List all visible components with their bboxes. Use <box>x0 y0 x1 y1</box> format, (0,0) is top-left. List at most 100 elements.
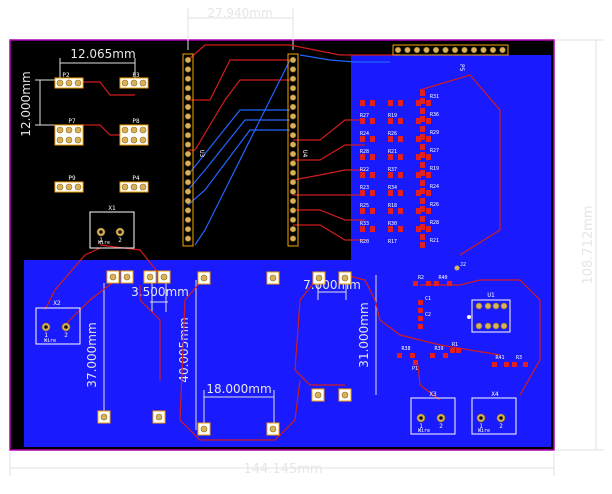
resistor-pad <box>388 154 393 160</box>
resistor-pad <box>420 90 425 96</box>
ic-u1[interactable]: U1 <box>467 292 511 333</box>
resistor-pad <box>398 100 403 106</box>
x4-wire-label: Wire <box>478 428 490 434</box>
connector-p7[interactable]: P7 <box>54 118 84 146</box>
u1-label: U1 <box>487 292 495 299</box>
resistor-pad <box>416 226 421 232</box>
header-u3[interactable]: U3 <box>182 53 205 247</box>
u3-pin <box>184 188 192 195</box>
r38-label: R38 <box>401 346 410 352</box>
c2-label: C2 <box>425 312 431 318</box>
resistor-label: R28 <box>360 149 369 155</box>
u3-pin <box>184 207 192 214</box>
u4-pin <box>289 103 297 111</box>
resistor-pad <box>398 154 403 160</box>
resistor-pad <box>398 118 403 124</box>
resistor-label: R33 <box>360 221 369 227</box>
p5-pin <box>394 46 402 54</box>
dim-total-width-text: 144.145mm <box>243 462 322 477</box>
dim-small-spacing-text: 3.500mm <box>131 285 189 299</box>
resistor-pad <box>420 98 425 104</box>
u3-pin <box>184 56 192 64</box>
x3-wire-label: Wire <box>418 428 430 434</box>
x3-pin2: 2 <box>439 423 443 430</box>
u4-pin <box>289 122 297 129</box>
u4-label: U4 <box>301 150 308 158</box>
u3-pin <box>184 85 192 92</box>
u4-pin <box>289 150 297 158</box>
resistor-pad <box>420 134 425 140</box>
connector-p5[interactable]: P5 <box>392 44 509 72</box>
dim-vertical-left-text: 12.000mm <box>19 71 33 136</box>
resistor-pad <box>420 152 425 158</box>
resistor-pad <box>426 226 431 232</box>
resistor-pad <box>426 154 431 160</box>
u4-pin <box>289 188 297 195</box>
resistor-label: R23 <box>360 185 369 191</box>
terminal-x3[interactable]: X3 Wire 1 2 <box>410 391 456 435</box>
x2-pin2: 2 <box>64 332 68 339</box>
u3-pin <box>184 66 192 73</box>
r1-label: R1 <box>452 342 458 348</box>
resistor-pad <box>388 208 393 214</box>
r2-label: R2 <box>418 275 424 281</box>
u4-pin <box>289 94 297 101</box>
connector-p8[interactable]: P8 <box>119 118 149 146</box>
resistor-pad <box>416 100 421 106</box>
resistor-pad <box>388 136 393 142</box>
p2-label: P2 <box>62 72 70 79</box>
u4-pin <box>289 216 297 223</box>
resistor-label: R19 <box>388 113 397 119</box>
resistor-label: R24 <box>360 131 369 137</box>
p5-pin <box>461 46 468 54</box>
dim-vertical-40-text: 40.005mm <box>177 317 191 382</box>
resistor-pad <box>388 100 393 106</box>
resistor-pad <box>426 136 431 142</box>
resistor-pad <box>398 136 403 142</box>
x3-label: X3 <box>429 391 437 398</box>
resistor-label: R27 <box>430 148 439 154</box>
dimension-vertical-40: 40.005mm <box>177 280 197 430</box>
dimension-top-width: 27.940mm <box>187 6 294 50</box>
c1-label: C1 <box>425 296 431 302</box>
p9-label: P9 <box>68 175 76 182</box>
p1-label: P1 <box>412 366 418 372</box>
u3-label: U3 <box>198 150 205 158</box>
u4-pin <box>289 141 297 148</box>
u4-pin <box>289 66 297 73</box>
terminal-x1[interactable]: X1 Wire 1 2 <box>89 205 135 249</box>
resistor-label: R28 <box>430 220 439 226</box>
dim-vertical-37-text: 37.000mm <box>85 322 99 387</box>
terminal-x2[interactable]: X2 Wire 1 2 <box>35 300 81 345</box>
u3-pin <box>184 235 192 242</box>
resistor-pad <box>420 206 425 212</box>
dim-total-height-text: 108.712mm <box>581 205 596 284</box>
p5-pin <box>423 46 430 54</box>
resistor-pad <box>388 172 393 178</box>
p5-pin <box>499 46 506 54</box>
u3-pin <box>184 169 192 176</box>
p5-pin <box>432 46 440 54</box>
u4-pin <box>289 75 297 82</box>
resistor-pad <box>426 100 431 106</box>
resistor-pad <box>420 198 425 204</box>
p5-pin <box>470 46 478 54</box>
p5-label: P5 <box>458 64 465 72</box>
u3-pin <box>184 132 192 139</box>
header-u4[interactable]: U4 <box>287 53 308 247</box>
r41-label: R41 <box>495 355 504 361</box>
connector-p3[interactable]: P3 <box>119 72 149 89</box>
terminal-x4[interactable]: X4 Wire 1 2 <box>471 391 517 435</box>
r3-label: R3 <box>516 355 522 361</box>
resistor-pad <box>360 208 365 214</box>
j2-label: J2 <box>460 262 466 268</box>
connector-p2[interactable]: P2 <box>54 72 84 89</box>
resistor-pad <box>360 172 365 178</box>
u3-pin <box>184 113 192 120</box>
resistor-pad <box>416 208 421 214</box>
connector-p4[interactable]: P4 <box>119 175 149 193</box>
connector-p9[interactable]: P9 <box>54 175 84 193</box>
u4-pin <box>289 160 297 167</box>
bottom-layer-traces <box>187 54 390 246</box>
